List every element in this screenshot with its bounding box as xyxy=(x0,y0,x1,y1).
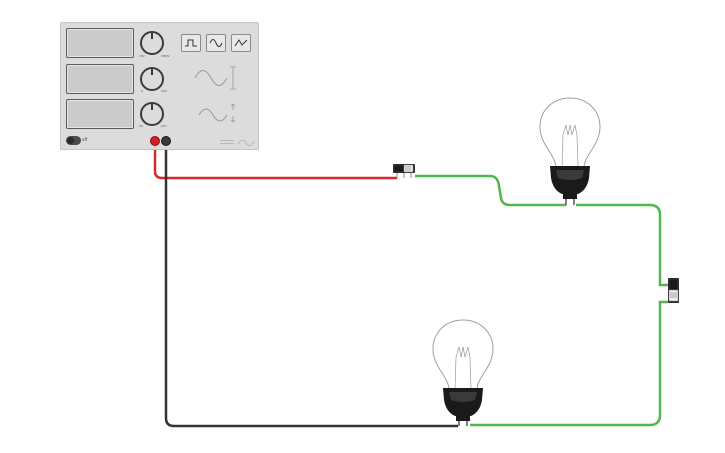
amplitude-knob-min-label: 0 xyxy=(141,89,143,93)
frequency-knob[interactable] xyxy=(140,31,164,55)
triangle-wave-icon xyxy=(234,39,248,47)
power-label: off xyxy=(82,137,88,142)
offset-display xyxy=(66,99,134,129)
amplitude-display xyxy=(66,64,134,94)
amplitude-knob[interactable] xyxy=(140,67,164,91)
frequency-knob-min-label: 1Hz xyxy=(139,54,145,58)
offset-wave-icon xyxy=(198,103,236,123)
square-wave-icon xyxy=(185,39,197,47)
offset-knob[interactable] xyxy=(140,102,164,126)
power-toggle[interactable] xyxy=(66,136,81,145)
triangle-wave-button[interactable] xyxy=(231,34,251,52)
wire-green-bulb1-switch2[interactable] xyxy=(576,203,668,287)
light-bulb-1[interactable] xyxy=(539,97,601,205)
function-generator[interactable]: 1Hz 1MHz 0 10V -5V +5V off xyxy=(60,22,259,150)
square-wave-button[interactable] xyxy=(181,34,201,52)
slide-switch-1[interactable] xyxy=(393,164,415,178)
positive-terminal[interactable] xyxy=(150,136,160,146)
offset-knob-min-label: -5V xyxy=(138,124,144,128)
frequency-knob-max-label: 1MHz xyxy=(161,54,170,58)
wire-green-switch1-bulb1[interactable] xyxy=(415,174,566,207)
wire-black[interactable] xyxy=(164,141,458,428)
offset-knob-max-label: +5V xyxy=(160,124,167,128)
negative-terminal[interactable] xyxy=(161,136,171,146)
brand-logo xyxy=(220,139,255,147)
amplitude-knob-max-label: 10V xyxy=(161,89,167,93)
frequency-display xyxy=(66,28,134,58)
wire-red[interactable] xyxy=(153,141,397,180)
sine-wave-icon xyxy=(209,39,223,47)
sine-wave-button[interactable] xyxy=(206,34,226,52)
light-bulb-2[interactable] xyxy=(432,319,494,426)
amplitude-wave-icon xyxy=(194,66,236,90)
wire-green-switch2-bulb2[interactable] xyxy=(470,300,668,427)
slide-switch-2[interactable] xyxy=(663,278,679,303)
